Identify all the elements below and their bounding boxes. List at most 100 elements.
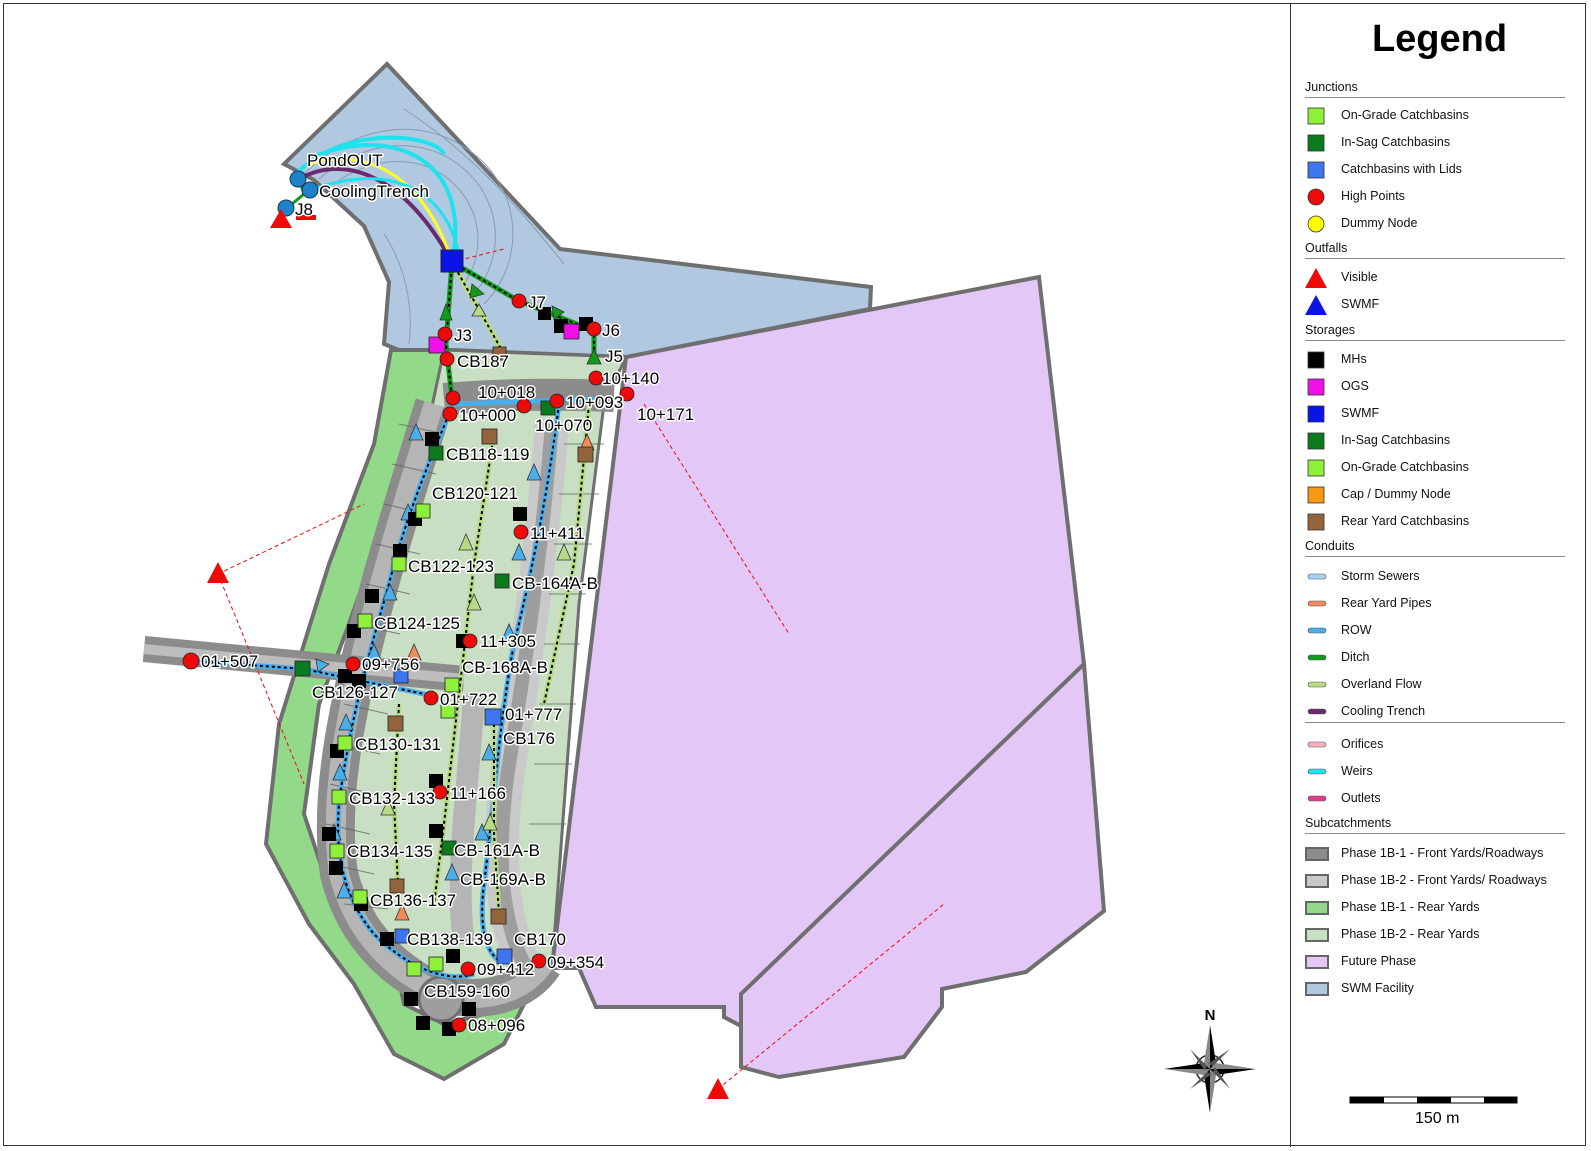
visible-outfalls <box>207 209 729 1099</box>
scale-bar <box>1349 1096 1518 1104</box>
legend-item: Cap / Dummy Node <box>1305 485 1575 505</box>
storage-mhs <box>322 307 593 1036</box>
label-cb134-135: CB134-135 <box>347 842 433 861</box>
label-11-166: 11+166 <box>450 784 506 803</box>
swmf-storage[interactable] <box>440 249 464 273</box>
legend-item: In-Sag Catchbasins <box>1305 133 1575 153</box>
future-phase-divider <box>739 662 1086 1026</box>
label-08-096: 08+096 <box>468 1016 525 1035</box>
legend-circle-icon <box>1307 188 1325 206</box>
label-10-171: 10+171 <box>637 405 694 424</box>
label-cb130-131: CB130-131 <box>355 735 441 754</box>
legend-line-icon <box>1307 741 1327 748</box>
legend-item-label: Visible <box>1341 270 1378 284</box>
label-cb-164a-b: CB-164A-B <box>512 574 598 593</box>
legend-item: High Points <box>1305 187 1575 207</box>
legend-square-icon <box>1307 134 1325 152</box>
legend-circle-icon <box>1307 215 1325 233</box>
legend-item: Orifices <box>1305 735 1575 755</box>
label-coolingtrench: CoolingTrench <box>319 182 429 201</box>
legend-line-icon <box>1307 627 1327 634</box>
legend-item: SWMF <box>1305 404 1575 424</box>
legend-line-icon <box>1307 681 1327 688</box>
legend-item: Catchbasins with Lids <box>1305 160 1575 180</box>
legend-item: On-Grade Catchbasins <box>1305 106 1575 126</box>
legend-item: SWMF <box>1305 295 1575 315</box>
label-cb126-127: CB126-127 <box>312 683 398 702</box>
label-cb118-119: CB118-119 <box>446 445 529 464</box>
legend-item-label: Rear Yard Pipes <box>1341 596 1432 610</box>
map-frame: PondOUT CoolingTrench J8 J7 J6 J3 J5 CB1… <box>3 3 1587 1147</box>
legend-item-label: In-Sag Catchbasins <box>1341 135 1451 149</box>
legend-item: Phase 1B-2 - Rear Yards <box>1305 925 1575 945</box>
label-01-777: 01+777 <box>505 705 562 724</box>
label-10-000: 10+000 <box>459 406 516 425</box>
legend-item-label: SWMF <box>1341 406 1380 420</box>
map-labels: PondOUT CoolingTrench J8 J7 J6 J3 J5 CB1… <box>200 150 696 1037</box>
legend-item-label: Phase 1B-2 - Front Yards/ Roadways <box>1341 873 1547 887</box>
outfall-junctions <box>277 170 319 217</box>
label-10-070: 10+070 <box>535 416 592 435</box>
legend-item: On-Grade Catchbasins <box>1305 458 1575 478</box>
legend-rule <box>1305 556 1565 557</box>
legend-item: Outlets <box>1305 789 1575 809</box>
high-points <box>182 293 635 1033</box>
legend-item: Dummy Node <box>1305 214 1575 234</box>
label-j6: J6 <box>602 321 620 340</box>
legend-item-label: OGS <box>1341 379 1369 393</box>
label-11-305: 11+305 <box>480 632 536 651</box>
legend-item: Phase 1B-1 - Front Yards/Roadways <box>1305 844 1575 864</box>
legend-item-label: Dummy Node <box>1341 216 1418 230</box>
legend-square-icon <box>1307 378 1325 396</box>
map-canvas[interactable]: PondOUT CoolingTrench J8 J7 J6 J3 J5 CB1… <box>4 4 1287 1147</box>
legend-square-icon <box>1307 405 1325 423</box>
legend-item-label: Future Phase <box>1341 954 1417 968</box>
legend-item: In-Sag Catchbasins <box>1305 431 1575 451</box>
scale-bar-label: 150 m <box>1415 1110 1460 1127</box>
label-cb159-160: CB159-160 <box>424 982 510 1001</box>
legend-title: Legend <box>1371 18 1508 60</box>
label-j5: J5 <box>605 347 623 366</box>
legend-item-label: Catchbasins with Lids <box>1341 162 1462 176</box>
legend-line-icon <box>1307 708 1327 715</box>
legend-line-icon <box>1307 795 1327 802</box>
legend-item-label: On-Grade Catchbasins <box>1341 460 1469 474</box>
label-cb170: CB170 <box>514 930 566 949</box>
legend-area-icon <box>1305 847 1329 861</box>
legend-item-label: Phase 1B-1 - Front Yards/Roadways <box>1341 846 1544 860</box>
label-09-354: 09+354 <box>547 953 604 972</box>
legend-item: Cooling Trench <box>1305 702 1575 722</box>
north-label: N <box>1205 1007 1216 1024</box>
legend-section-junctions: Junctions <box>1305 80 1358 94</box>
legend-line-icon <box>1307 573 1327 580</box>
legend-rule <box>1305 97 1565 98</box>
label-j3: J3 <box>454 326 472 345</box>
cooling-trench-conduits <box>285 135 461 263</box>
legend-item: Rear Yard Catchbasins <box>1305 512 1575 532</box>
label-cb120-121: CB120-121 <box>432 484 518 503</box>
legend-rule <box>1305 340 1565 341</box>
label-cb122-123: CB122-123 <box>408 557 494 576</box>
north-arrow-icon: N <box>1164 1007 1256 1113</box>
legend-area-icon <box>1305 928 1329 942</box>
legend-item-label: On-Grade Catchbasins <box>1341 108 1469 122</box>
swm-facility-area[interactable] <box>280 61 874 360</box>
label-pondout: PondOUT <box>307 151 383 170</box>
legend-rule <box>1305 722 1565 723</box>
legend-item: Overland Flow <box>1305 675 1575 695</box>
on-grade-catchbasins <box>329 503 460 977</box>
legend-item-label: Weirs <box>1341 764 1373 778</box>
legend-line-icon <box>1307 600 1327 607</box>
label-cb176: CB176 <box>503 729 555 748</box>
legend-item-label: MHs <box>1341 352 1367 366</box>
label-09-412: 09+412 <box>477 960 534 979</box>
legend-section-subcatchments: Subcatchments <box>1305 816 1392 830</box>
label-cb-169a-b: CB-169A-B <box>460 870 546 889</box>
legend-item: OGS <box>1305 377 1575 397</box>
future-phase-area[interactable] <box>549 274 1107 1080</box>
legend-item-label: Overland Flow <box>1341 677 1422 691</box>
legend-area-icon <box>1305 982 1329 996</box>
label-cb138-139: CB138-139 <box>407 930 493 949</box>
legend-square-icon <box>1307 432 1325 450</box>
